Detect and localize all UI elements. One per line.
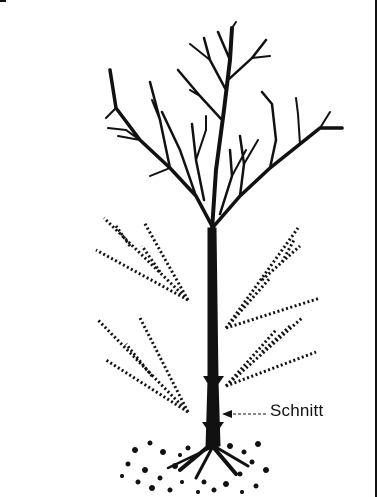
crown-branches xyxy=(106,22,342,230)
cut-pointer xyxy=(222,410,268,418)
cut-label: Schnitt xyxy=(270,401,323,421)
roots xyxy=(168,445,248,478)
soil-dots xyxy=(120,441,269,495)
trunk xyxy=(202,228,224,448)
